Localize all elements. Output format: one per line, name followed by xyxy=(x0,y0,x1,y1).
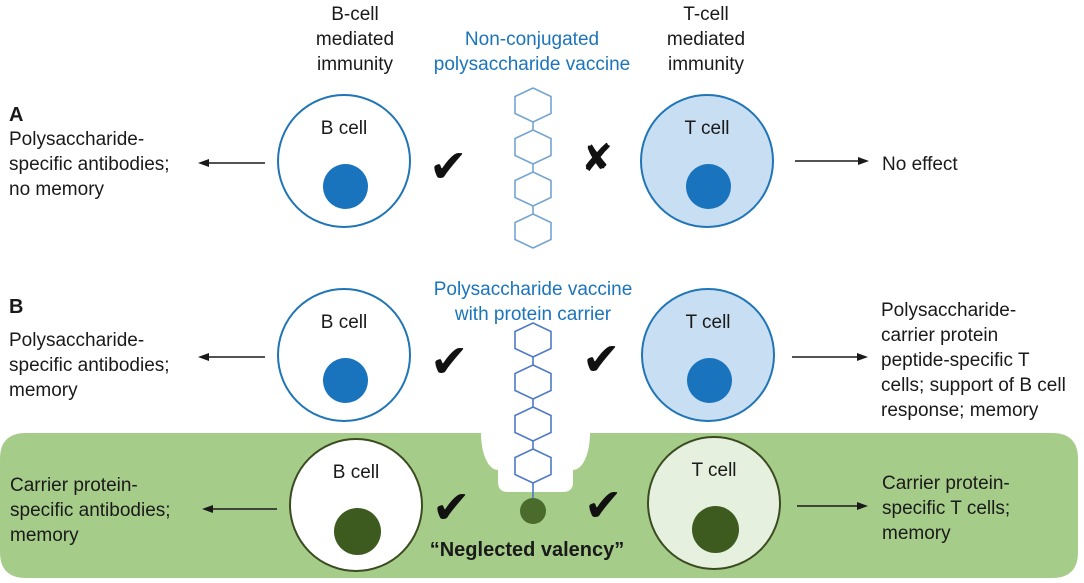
row-b-left-text: Polysaccharide- specific antibodies; mem… xyxy=(9,330,170,401)
b-cell-row-b: B cell xyxy=(277,288,411,422)
b-cell-row-a: B cell xyxy=(277,94,411,228)
t-cell-nucleus xyxy=(692,506,739,553)
protein-carrier-dot xyxy=(520,498,546,524)
header-t-cell-immunity: T-cell mediated immunity xyxy=(666,4,746,75)
b-cell-label: B cell xyxy=(320,312,368,333)
header-conjugate-vaccine: Polysaccharide vaccine with protein carr… xyxy=(433,279,633,325)
t-cell-nucleus xyxy=(687,358,732,403)
polysaccharide-chain-conjugated xyxy=(514,322,552,499)
t-cell-row-c: T cell xyxy=(647,436,781,570)
b-cell-nucleus xyxy=(323,358,368,403)
check-icon: ✔ xyxy=(432,480,471,534)
check-icon: ✔ xyxy=(429,139,468,193)
row-b-right-text: Polysaccharide- carrier protein peptide-… xyxy=(881,300,1066,421)
row-a-right-text: No effect xyxy=(882,154,958,175)
t-cell-nucleus xyxy=(686,164,731,209)
neglected-valency-caption: “Neglected valency” xyxy=(429,539,625,561)
t-cell-label: T cell xyxy=(684,118,730,139)
b-cell-label: B cell xyxy=(320,118,368,139)
b-cell-label: B cell xyxy=(332,462,380,483)
check-icon: ✔ xyxy=(582,332,621,386)
b-cell-row-c: B cell xyxy=(289,438,423,572)
row-a-left-text: Polysaccharide- specific antibodies; no … xyxy=(9,129,170,200)
t-cell-label: T cell xyxy=(691,460,737,481)
polysaccharide-chain-nonconjugated xyxy=(514,87,552,249)
arrows xyxy=(198,157,869,513)
t-cell-row-b: T cell xyxy=(641,288,775,422)
section-label-a: A xyxy=(9,104,24,126)
row-c-right-text: Carrier protein- specific T cells; memor… xyxy=(882,473,1011,544)
t-cell-label: T cell xyxy=(685,312,731,333)
b-cell-nucleus xyxy=(323,164,368,209)
row-c-left-text: Carrier protein- specific antibodies; me… xyxy=(10,475,171,546)
section-label-b: B xyxy=(9,296,24,318)
cross-icon: ✘ xyxy=(581,136,613,180)
check-icon: ✔ xyxy=(584,478,623,532)
b-cell-nucleus xyxy=(334,508,381,555)
header-b-cell-immunity: B-cell mediated immunity xyxy=(315,4,395,75)
check-icon: ✔ xyxy=(430,334,469,388)
header-nonconjugated-vaccine: Non-conjugated polysaccharide vaccine xyxy=(433,29,631,75)
t-cell-row-a: T cell xyxy=(640,94,774,228)
